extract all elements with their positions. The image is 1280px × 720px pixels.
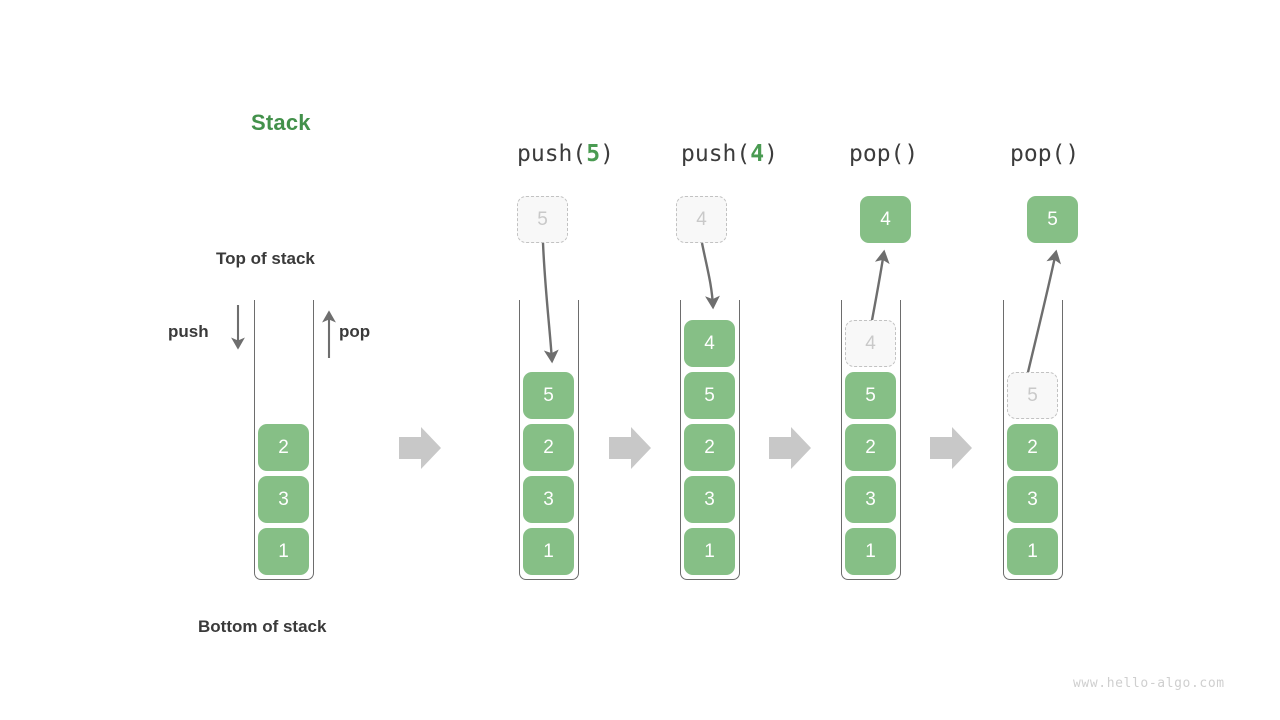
top-of-stack-label: Top of stack: [216, 249, 315, 268]
op-header-push-5: push(5): [517, 141, 614, 167]
flow-arrow-4: [930, 427, 972, 469]
stack-cell: 3: [684, 476, 735, 523]
popped-box: 5: [1027, 196, 1078, 243]
outgoing-ghost-box: 5: [1007, 372, 1058, 419]
diagram-title: Stack: [251, 110, 311, 135]
stack-cell: 1: [258, 528, 309, 575]
push4-motion-arrow: [700, 242, 720, 310]
stack-cell: 2: [1007, 424, 1058, 471]
stack-frame-push5: [519, 300, 579, 580]
stack-cell: 3: [523, 476, 574, 523]
op-header-pop-1: pop(): [849, 141, 918, 167]
stack-cell: 4: [684, 320, 735, 367]
op-arg: 4: [750, 141, 765, 167]
stack-cell: 1: [523, 528, 574, 575]
stack-cell: 5: [845, 372, 896, 419]
flow-arrow-3: [769, 427, 811, 469]
pop-label: pop: [339, 322, 371, 341]
stack-cell: 2: [523, 424, 574, 471]
op-fn-name: pop(: [849, 141, 905, 167]
incoming-ghost-box: 4: [676, 196, 727, 243]
popped-box: 4: [860, 196, 911, 243]
op-fn-name: pop(: [1010, 141, 1066, 167]
op-fn-name: push(: [681, 141, 751, 167]
op-header-pop-2: pop(): [1010, 141, 1079, 167]
outgoing-ghost-box: 4: [845, 320, 896, 367]
incoming-ghost-box: 5: [517, 196, 568, 243]
stack-cell: 1: [845, 528, 896, 575]
stack-cell: 3: [1007, 476, 1058, 523]
stack-frame-pop1: [841, 300, 901, 580]
stack-cell: 1: [684, 528, 735, 575]
op-close-paren: ): [600, 141, 614, 167]
stack-cell: 1: [1007, 528, 1058, 575]
stack-frame-initial: [254, 300, 314, 580]
op-close-paren: ): [764, 141, 778, 167]
stack-frame-pop2: [1003, 300, 1063, 580]
stack-cell: 2: [845, 424, 896, 471]
watermark: www.hello-algo.com: [1073, 676, 1225, 691]
stack-cell: 5: [684, 372, 735, 419]
op-header-push-4: push(4): [681, 141, 778, 167]
bottom-of-stack-label: Bottom of stack: [198, 617, 327, 636]
flow-arrow-1: [399, 427, 441, 469]
stack-cell: 2: [258, 424, 309, 471]
stack-cell: 5: [523, 372, 574, 419]
op-close-paren: ): [1065, 141, 1080, 167]
stack-frame-push4: [680, 300, 740, 580]
push-label: push: [168, 322, 209, 341]
stack-cell: 3: [845, 476, 896, 523]
stack-cell: 2: [684, 424, 735, 471]
op-close-paren: ): [904, 141, 919, 167]
stack-cell: 3: [258, 476, 309, 523]
op-fn-name: push(: [517, 141, 587, 167]
flow-arrow-2: [609, 427, 651, 469]
op-arg: 5: [586, 141, 601, 167]
